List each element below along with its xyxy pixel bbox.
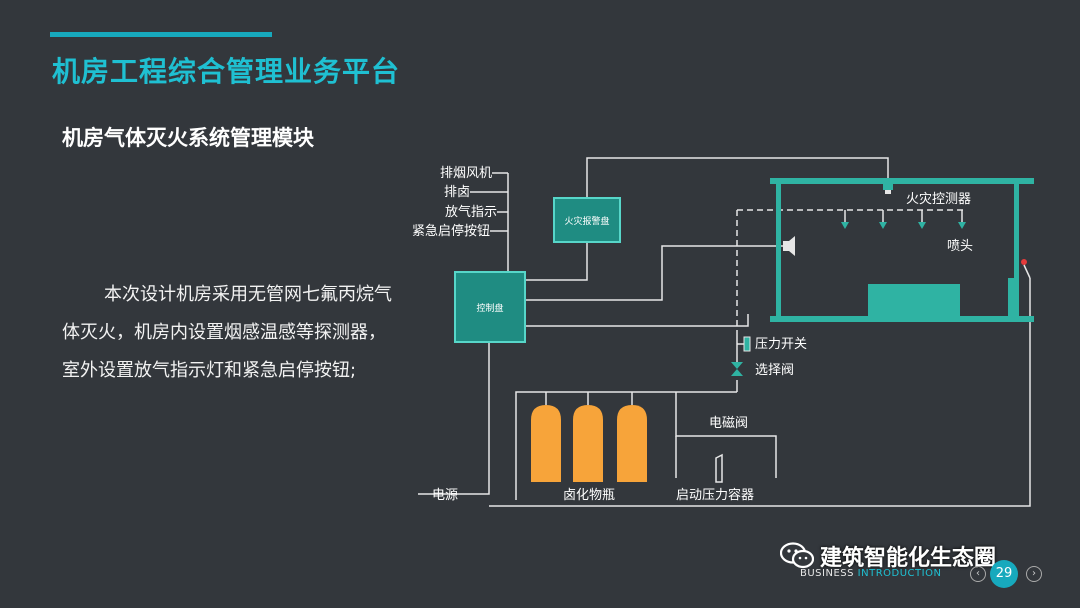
title-accent-bar [50, 32, 272, 37]
footer-tagline: BUSINESS INTRODUCTION [800, 568, 941, 579]
output-label: 紧急启停按钮 [412, 223, 490, 239]
starter-label: 启动压力容器 [676, 487, 754, 503]
footer-business: BUSINESS [800, 568, 854, 579]
page-title: 机房工程综合管理业务平台 [52, 55, 401, 88]
control-panel-label: 控制盘 [476, 302, 503, 314]
output-label: 放气指示 [445, 204, 497, 220]
nozzle-label: 喷头 [947, 239, 973, 254]
pressure-switch-label: 压力开关 [755, 337, 807, 352]
next-page-button[interactable]: › [1026, 566, 1042, 582]
output-label: 排卤 [444, 184, 470, 200]
output-label: 排烟风机 [440, 166, 492, 181]
watermark-text: 建筑智能化生态圈 [820, 546, 997, 571]
alarm-panel-label: 火灾报警盘 [564, 215, 609, 227]
wechat-icon [779, 542, 815, 570]
power-label: 电源 [432, 488, 458, 503]
detector-label: 火灾控测器 [906, 191, 971, 207]
section-title: 机房气体灭火系统管理模块 [62, 126, 314, 150]
footer-introduction: INTRODUCTION [853, 568, 942, 579]
description-text: 本次设计机房采用无管网七氟丙烷气体灭火，机房内设置烟感温感等探测器，室外设置放气… [62, 284, 392, 381]
prev-page-button[interactable]: ‹ [970, 566, 986, 582]
solenoid-valve-label: 电磁阀 [709, 416, 748, 431]
selector-valve-label: 选择阀 [755, 363, 794, 378]
cylinders-label: 卤化物瓶 [563, 487, 615, 503]
page-number: 29 [990, 560, 1018, 588]
